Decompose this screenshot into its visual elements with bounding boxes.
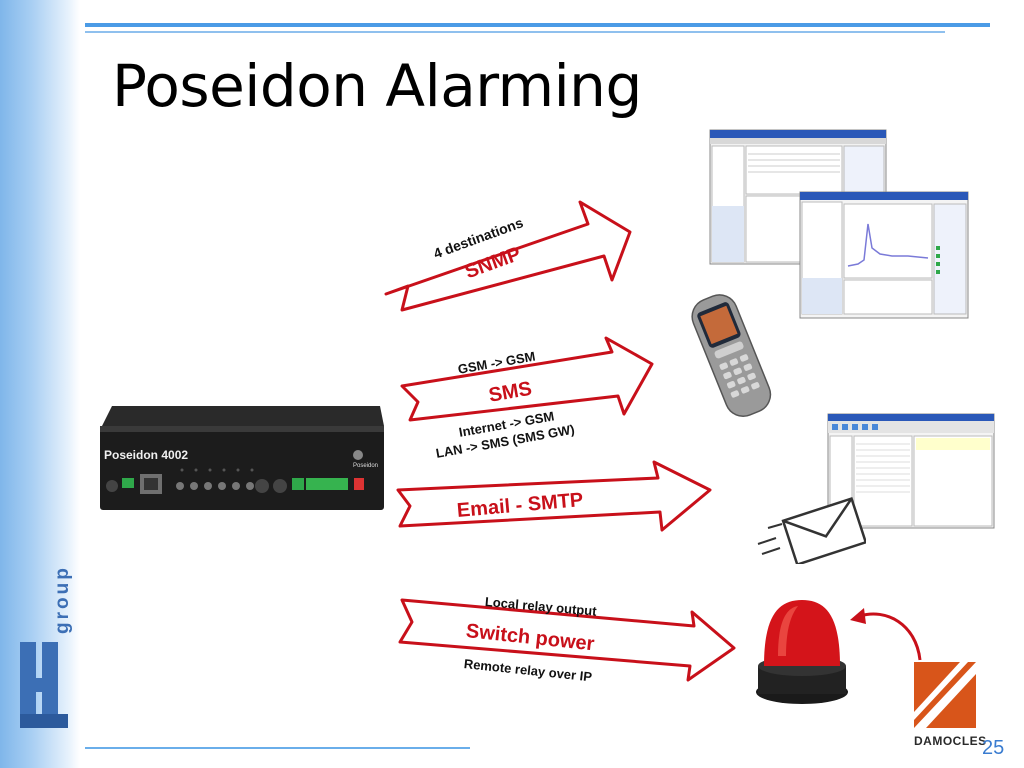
logo-text: group — [52, 565, 73, 634]
warning-beacon-image — [756, 600, 848, 704]
hw-group-logo: group — [20, 565, 73, 728]
damocles-name: DAMOCLES — [914, 734, 987, 748]
bottom-rule — [85, 747, 470, 749]
left-gradient-bar — [0, 0, 80, 768]
email-arrow — [396, 460, 712, 532]
top-rule — [85, 23, 990, 27]
switch-power-arrow — [398, 598, 736, 682]
top-rule-thin — [85, 31, 945, 33]
envelope-icon — [757, 496, 866, 564]
page-number: 25 — [982, 737, 1005, 759]
device-name: Poseidon 4002 — [104, 448, 189, 462]
slide-title: Poseidon Alarming — [112, 52, 642, 120]
curved-arrow — [850, 608, 922, 661]
damocles-logo — [914, 662, 976, 728]
mobile-phone-image — [691, 294, 772, 417]
device-brand: Poseidon — [353, 463, 379, 469]
sms-arrow — [400, 336, 654, 422]
snmp-arrow — [384, 200, 632, 312]
poseidon-device-image — [100, 406, 384, 510]
snmp-console-screenshots — [709, 129, 969, 319]
